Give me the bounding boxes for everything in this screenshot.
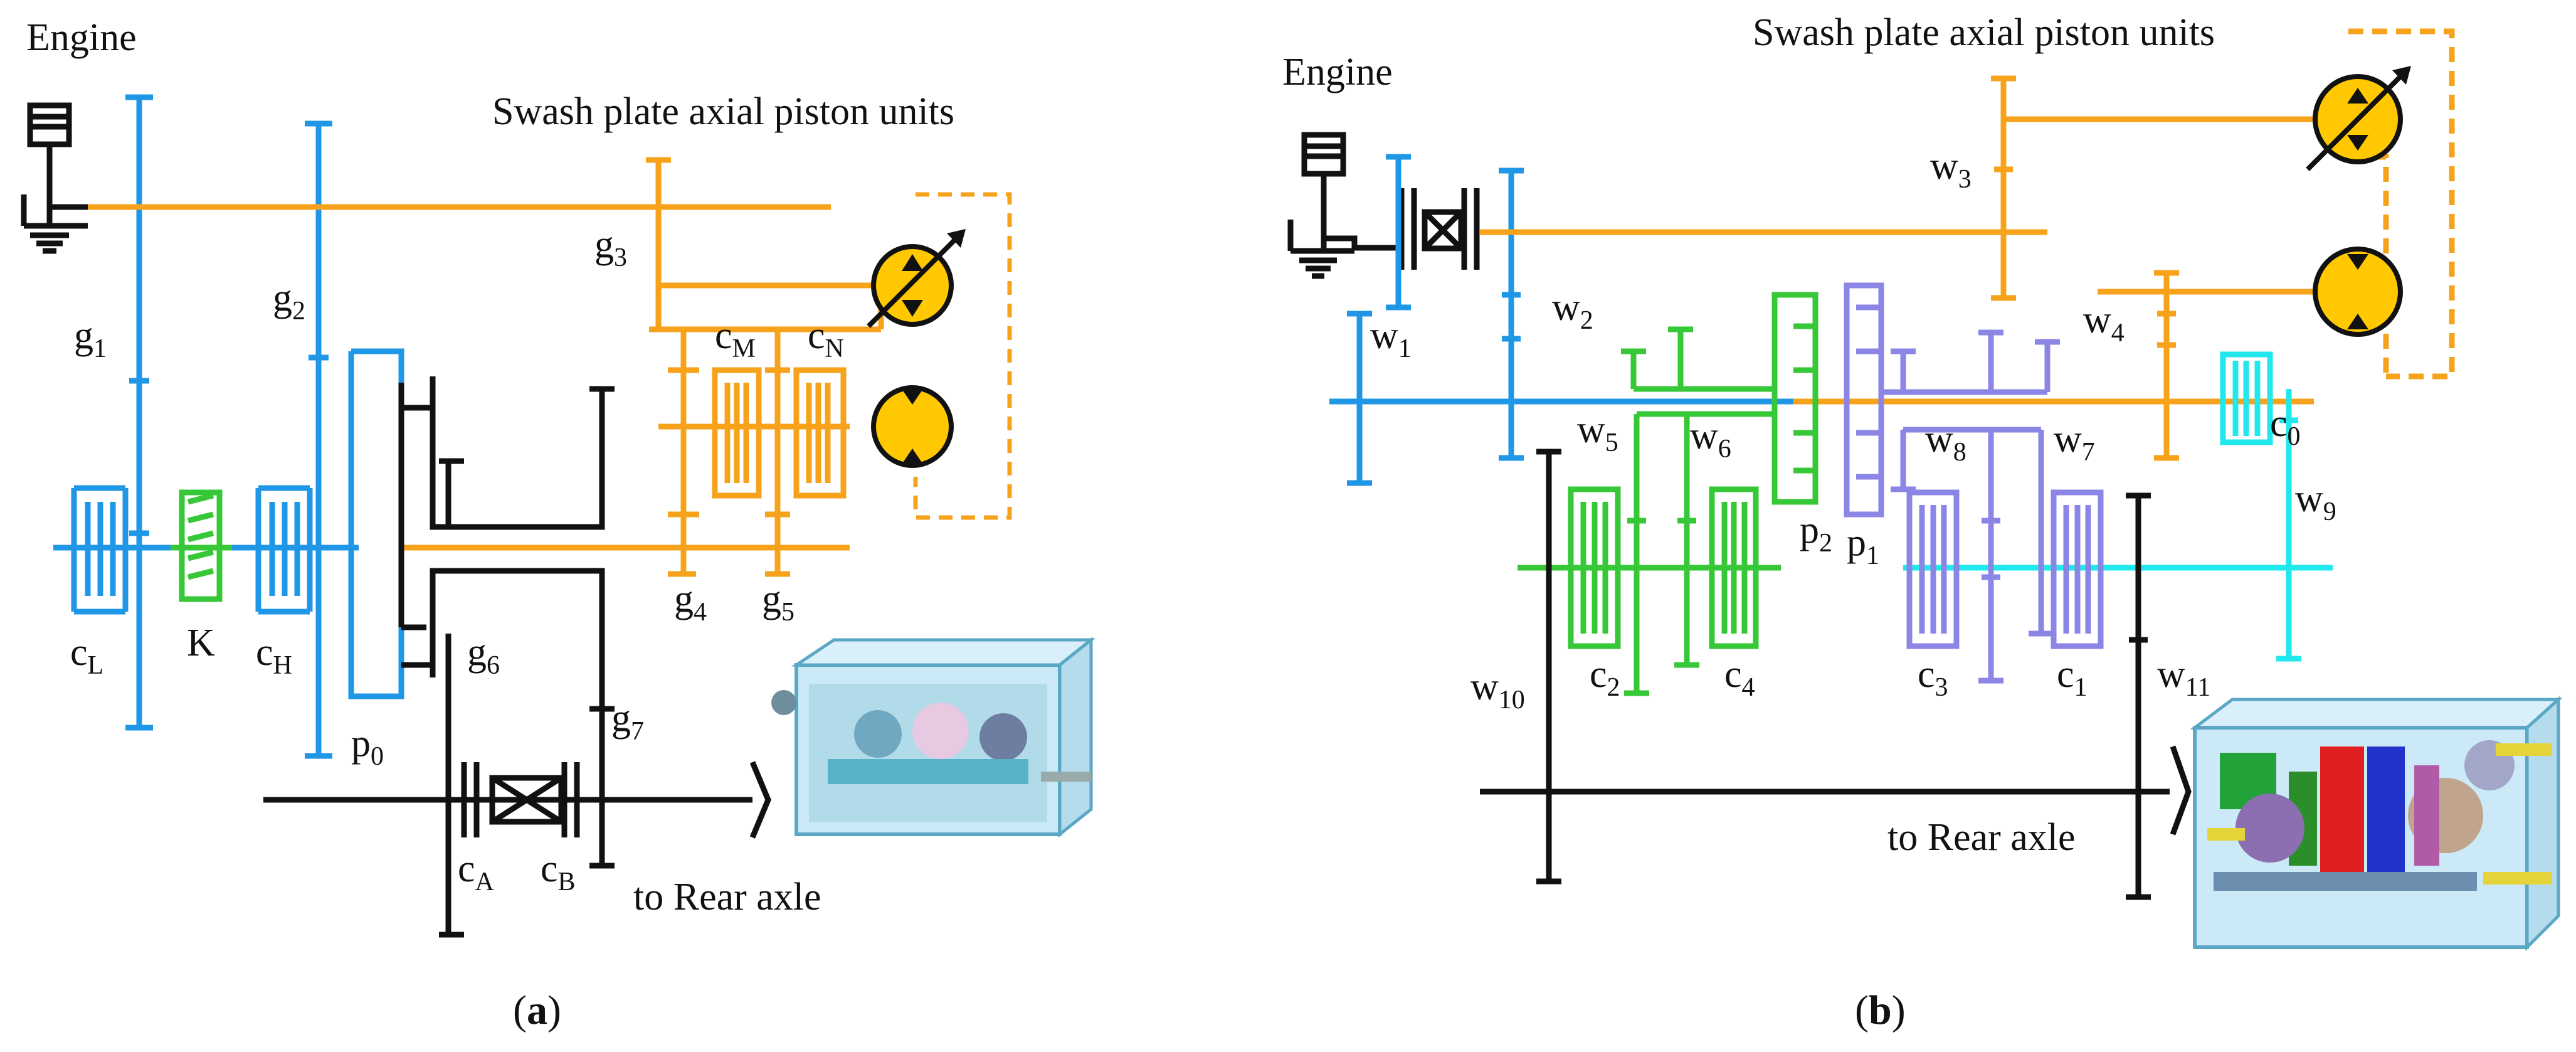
clutch-cH-label: cH	[256, 631, 292, 680]
clutch-cN-label: cN	[808, 314, 844, 363]
purple-shafts-b	[1844, 282, 2104, 684]
planet-p2-label: p2	[1800, 509, 1832, 558]
gear-g6-label: g6	[467, 631, 500, 680]
caption-a: (a)	[513, 987, 561, 1033]
gear-w7-label: w7	[2054, 418, 2095, 467]
output-label-b: to Rear axle	[1887, 816, 2076, 859]
gear-w11-label: w11	[2157, 653, 2210, 702]
black-shafts-b	[1480, 449, 2192, 900]
clutch-cM-label: cM	[715, 314, 756, 363]
units-title-b: Swash plate axial piston units	[1753, 11, 2215, 54]
black-shafts-a	[263, 376, 771, 938]
clutch-c3-label: c3	[1918, 653, 1948, 702]
pump-icon-a	[867, 229, 966, 328]
units-title-a: Swash plate axial piston units	[492, 90, 954, 133]
clutch-c0-b	[1903, 351, 2333, 662]
clutch-c0-label: c0	[2270, 402, 2301, 451]
clutch-c4-label: c4	[1724, 653, 1755, 702]
gear-g3-label: g3	[594, 223, 627, 272]
brake-k-label: K	[187, 622, 215, 664]
engine-label-b: Engine	[1282, 51, 1393, 93]
engine-icon-a	[21, 102, 88, 254]
gear-g5-label: g5	[762, 578, 794, 627]
transmission-render-b	[2190, 696, 2563, 952]
blue-shafts-a	[53, 94, 404, 759]
panel-a	[21, 94, 1096, 938]
transmission-render-a	[771, 636, 1096, 838]
gear-g2-label: g2	[273, 277, 305, 326]
clutch-c1-label: c1	[2057, 653, 2088, 702]
planet-p0-label: p0	[351, 722, 384, 771]
gear-w5-label: w5	[1577, 408, 1618, 457]
clutch-cL-label: cL	[70, 631, 103, 680]
gear-w3-label: w3	[1930, 145, 1972, 194]
clutch-cB-label: cB	[541, 847, 576, 896]
gear-w10-label: w10	[1470, 666, 1525, 715]
hydraulic-loop-a	[913, 192, 1012, 520]
gear-w8-label: w8	[1925, 418, 1966, 467]
output-label-a: to Rear axle	[633, 876, 821, 918]
gear-g1-label: g1	[74, 314, 107, 363]
motor-icon-b	[2313, 247, 2403, 337]
pump-icon-b	[2306, 66, 2411, 171]
clutch-cA-label: cA	[458, 847, 495, 896]
clutch-c2-label: c2	[1590, 653, 1620, 702]
gear-w9-label: w9	[2295, 477, 2336, 526]
panel-b	[1287, 28, 2563, 952]
gear-w2-label: w2	[1552, 286, 1593, 335]
gear-w4-label: w4	[2083, 299, 2125, 348]
green-shafts-b	[1518, 292, 1819, 696]
caption-b: (b)	[1855, 987, 1906, 1033]
planet-p1-label: p1	[1847, 521, 1879, 570]
gear-w6-label: w6	[1690, 415, 1731, 464]
engine-label-a: Engine	[26, 16, 137, 59]
gear-g7-label: g7	[611, 697, 644, 746]
brake-k-a	[171, 489, 232, 602]
gear-g4-label: g4	[674, 578, 707, 627]
motor-icon-a	[871, 385, 954, 468]
engine-icon-b	[1287, 132, 1480, 279]
orange-shafts-a	[88, 157, 884, 577]
gear-w1-label: w1	[1370, 314, 1412, 363]
